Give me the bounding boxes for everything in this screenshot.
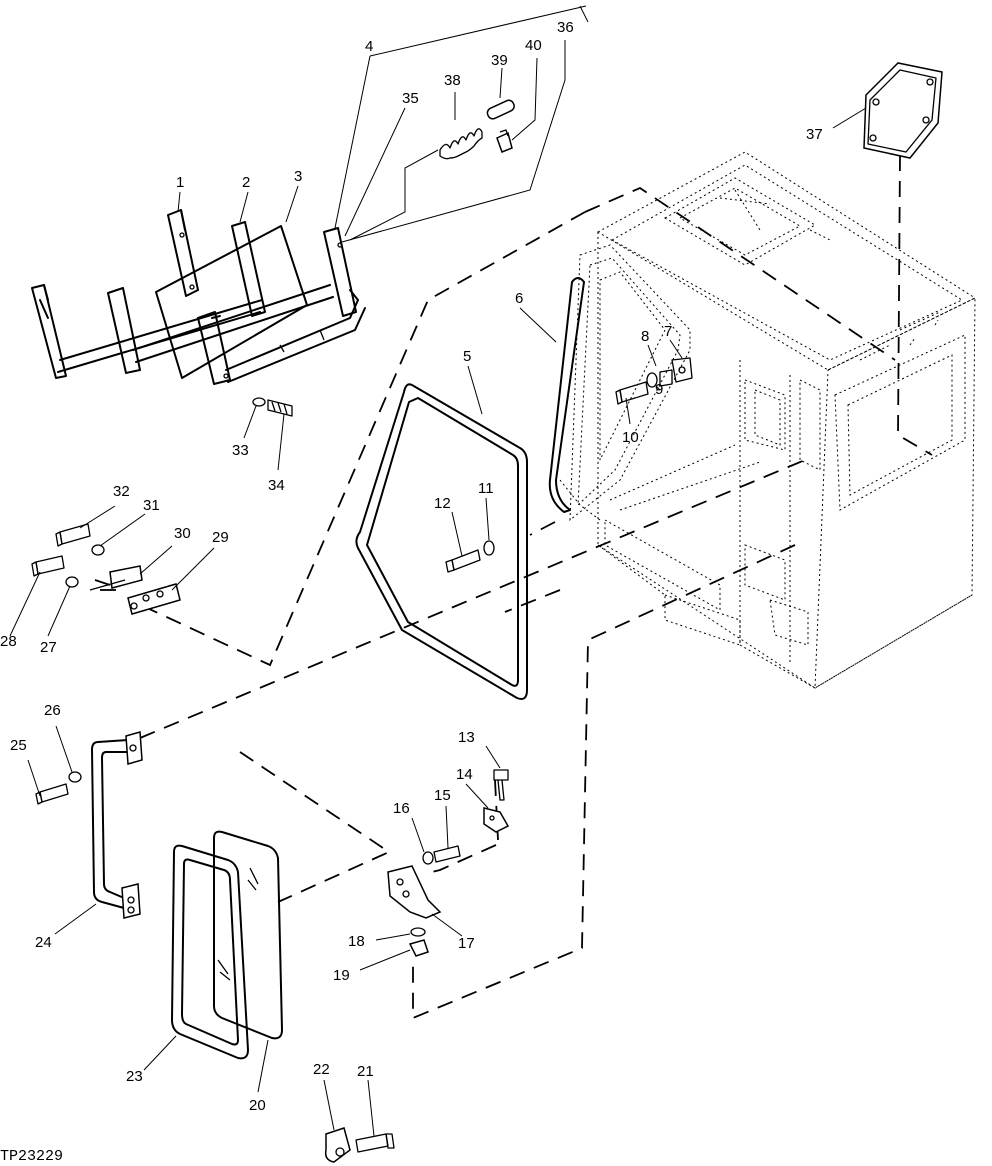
label-27: 27 bbox=[40, 639, 57, 656]
label-31: 31 bbox=[143, 497, 160, 514]
assembly-lines bbox=[94, 154, 933, 1020]
label-11: 11 bbox=[478, 480, 494, 497]
label-35: 35 bbox=[402, 90, 419, 107]
cab-body bbox=[559, 151, 977, 689]
parts-13-19-bracket bbox=[387, 769, 510, 957]
label-8: 8 bbox=[641, 328, 649, 345]
parts-27-32-hinge bbox=[31, 523, 181, 615]
label-4: 4 bbox=[365, 38, 373, 55]
label-36: 36 bbox=[557, 19, 574, 36]
label-15: 15 bbox=[434, 787, 451, 804]
label-34: 34 bbox=[268, 477, 285, 494]
label-24: 24 bbox=[35, 934, 52, 951]
parts-25-26-bolt-washer bbox=[35, 771, 82, 805]
label-7: 7 bbox=[664, 323, 672, 340]
label-20: 20 bbox=[249, 1097, 266, 1114]
label-25: 25 bbox=[10, 737, 27, 754]
part-24-handle bbox=[91, 731, 143, 919]
label-39: 39 bbox=[491, 52, 508, 69]
label-22: 22 bbox=[313, 1061, 330, 1078]
label-1: 1 bbox=[176, 174, 184, 191]
leader-lines bbox=[9, 5, 867, 1137]
parts-7-10-bracket-bolt bbox=[615, 357, 693, 405]
parts-1-4-frames bbox=[31, 209, 366, 385]
label-3: 3 bbox=[294, 168, 302, 185]
parts-21-22-latch bbox=[324, 1127, 395, 1163]
label-38: 38 bbox=[444, 72, 461, 89]
label-18: 18 bbox=[348, 933, 365, 950]
part-6-strip bbox=[548, 277, 585, 513]
parts-38-40-spring-pin bbox=[439, 99, 515, 160]
figure-id: TP23229 bbox=[0, 1148, 63, 1165]
label-37: 37 bbox=[806, 126, 823, 143]
parts-33-34-bolt-washer bbox=[252, 397, 293, 417]
label-32: 32 bbox=[113, 483, 130, 500]
label-13: 13 bbox=[458, 729, 475, 746]
part-23-window-seal bbox=[171, 844, 249, 1060]
label-17: 17 bbox=[458, 935, 475, 952]
part-20-glass bbox=[213, 830, 283, 1040]
label-6: 6 bbox=[515, 290, 523, 307]
part-5-window-frame bbox=[355, 383, 528, 700]
label-30: 30 bbox=[174, 525, 191, 542]
label-9: 9 bbox=[655, 381, 663, 398]
label-33: 33 bbox=[232, 442, 249, 459]
label-12: 12 bbox=[434, 495, 451, 512]
label-14: 14 bbox=[456, 766, 473, 783]
part-37-cover-plate bbox=[863, 62, 943, 159]
label-21: 21 bbox=[357, 1063, 374, 1080]
label-10: 10 bbox=[622, 429, 639, 446]
label-40: 40 bbox=[525, 37, 542, 54]
label-5: 5 bbox=[463, 348, 471, 365]
label-23: 23 bbox=[126, 1068, 143, 1085]
label-2: 2 bbox=[242, 174, 250, 191]
label-16: 16 bbox=[393, 800, 410, 817]
label-26: 26 bbox=[44, 702, 61, 719]
label-29: 29 bbox=[212, 529, 229, 546]
parts-11-12-bolt-washer bbox=[445, 540, 495, 573]
label-28: 28 bbox=[0, 633, 17, 650]
label-19: 19 bbox=[333, 967, 350, 984]
part-labels: 1 2 3 4 5 6 7 8 9 10 11 12 13 14 15 16 1… bbox=[0, 19, 823, 1114]
